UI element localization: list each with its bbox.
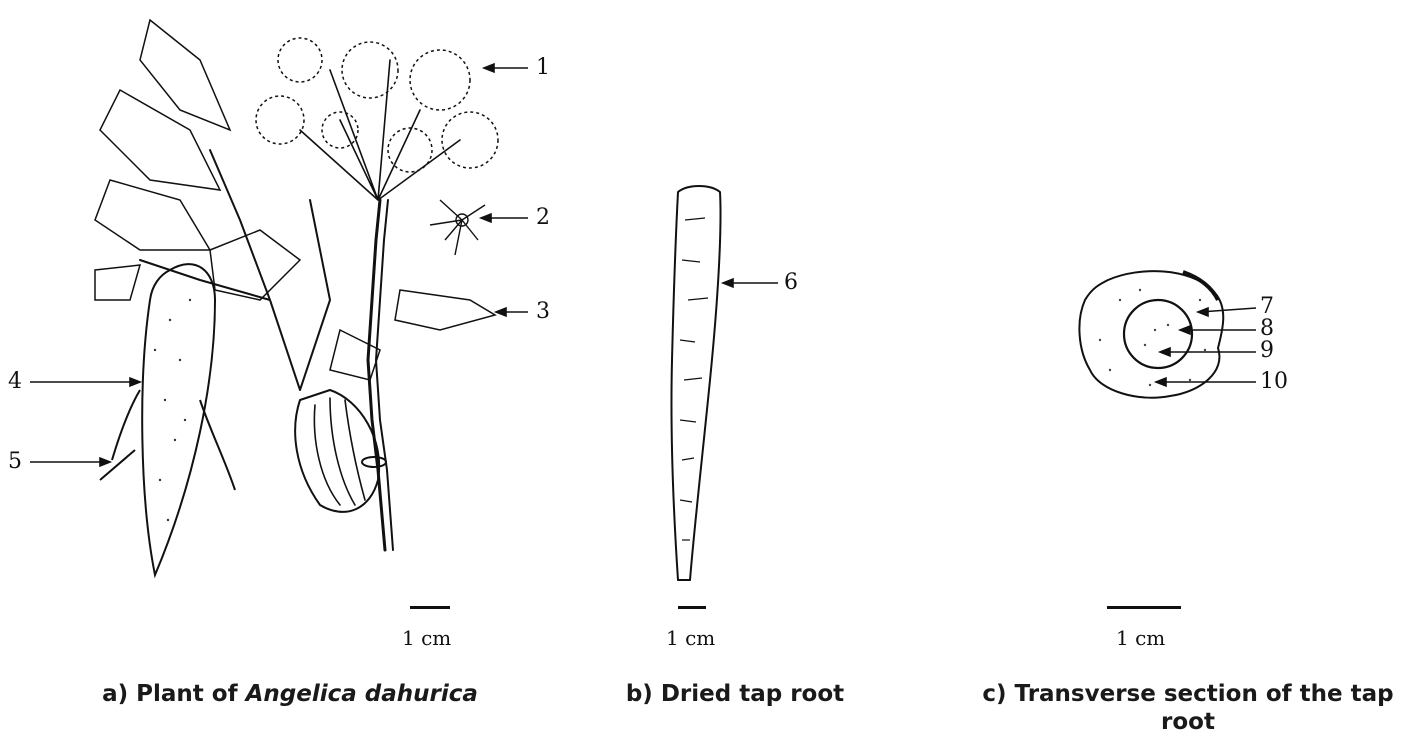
- label-5: 5: [8, 451, 22, 473]
- label-7: 7: [1260, 296, 1274, 318]
- taproot: [100, 264, 235, 575]
- leader-lines: [30, 64, 528, 466]
- caption-b: b) Dried tap root: [590, 680, 880, 708]
- label-1: 1: [536, 57, 550, 79]
- panel-transverse-section: 7 8 9 10 1 cm c) Transverse section of t…: [900, 0, 1416, 740]
- section-cambium-ring: [1124, 300, 1192, 368]
- leader-lines-c: [1156, 308, 1256, 386]
- label-6: 6: [784, 272, 798, 294]
- section-stipple: [1099, 289, 1206, 386]
- scale-bar-a: [410, 606, 450, 609]
- caption-a-species: Angelica dahurica: [246, 681, 478, 707]
- caption-a: a) Plant of Angelica dahurica: [60, 680, 520, 708]
- caption-a-prefix: a) Plant of: [102, 681, 246, 707]
- dried-root-outline: [671, 186, 720, 580]
- label-3: 3: [536, 301, 550, 323]
- umbel-flowers: [256, 38, 498, 172]
- dried-root-illustration: [570, 0, 900, 740]
- label-10: 10: [1260, 371, 1288, 393]
- dried-root-texture: [680, 218, 708, 540]
- leaves: [95, 20, 495, 380]
- panel-dried-root: 6 1 cm b) Dried tap root: [570, 0, 900, 740]
- caption-c: c) Transverse section of the tap root: [970, 680, 1406, 736]
- flower-detail: [430, 200, 485, 255]
- label-4: 4: [8, 371, 22, 393]
- section-outer-outline: [1079, 271, 1223, 398]
- label-9: 9: [1260, 340, 1274, 362]
- panel-plant: 1 2 3 4 5 1 cm a) Plant of Angelica dahu…: [0, 0, 570, 740]
- leaf-sheath: [295, 390, 379, 512]
- scale-label-a: 1 cm: [402, 626, 451, 650]
- label-2: 2: [536, 207, 550, 229]
- scale-label-c: 1 cm: [1116, 626, 1165, 650]
- plant-illustration: [0, 0, 570, 740]
- scale-bar-b: [678, 606, 706, 609]
- label-8: 8: [1260, 318, 1274, 340]
- scale-label-b: 1 cm: [666, 626, 715, 650]
- leader-line-6: [723, 279, 778, 287]
- scale-bar-c: [1107, 606, 1181, 609]
